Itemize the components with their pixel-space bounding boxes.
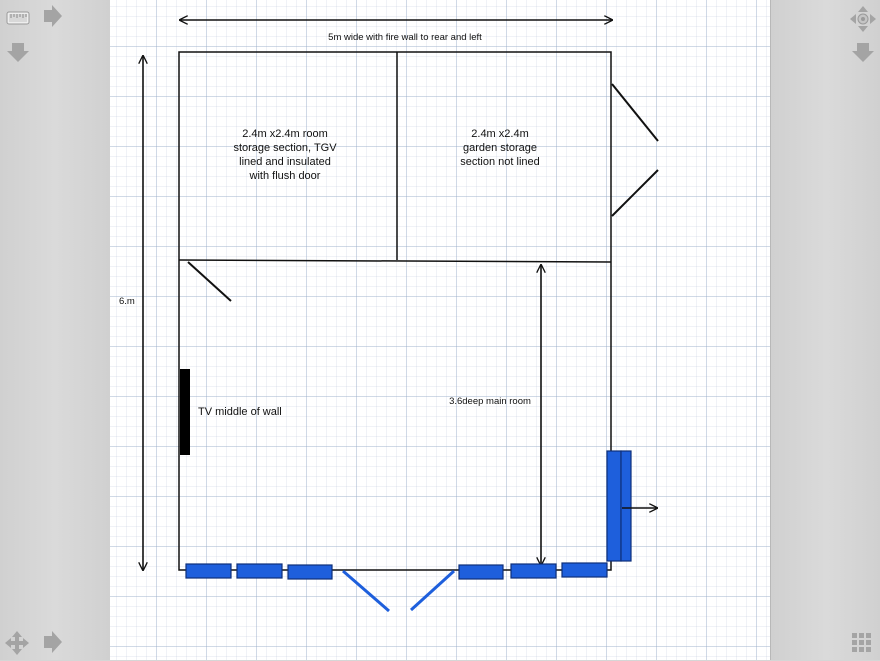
navigation-pad-icon[interactable] xyxy=(849,5,877,33)
main-door-right-leaf xyxy=(409,569,456,612)
window xyxy=(510,563,557,579)
tv-label: TV middle of wall xyxy=(198,406,282,418)
arrow-down-icon[interactable] xyxy=(6,40,30,64)
garden-storage-door-upper xyxy=(611,83,659,142)
storage-room-label-line-3: lined and insulated xyxy=(239,156,331,168)
window xyxy=(561,562,608,578)
main-room-partition-wall xyxy=(178,259,612,263)
main-door-left-leaf xyxy=(342,569,390,613)
building-outline xyxy=(178,51,612,571)
height-label: 6.m xyxy=(119,296,135,307)
drawing-canvas[interactable] xyxy=(110,0,770,660)
window xyxy=(236,563,283,579)
arrow-right-icon[interactable] xyxy=(40,630,64,654)
left-sidebar xyxy=(0,0,111,660)
main-room-depth-label: 3.6deep main room xyxy=(449,396,531,407)
arrow-down-icon[interactable] xyxy=(851,40,875,64)
garden-storage-label-line-1: 2.4m x2.4m xyxy=(471,128,528,140)
width-label: 5m wide with fire wall to rear and left xyxy=(328,32,482,43)
ruler-icon[interactable] xyxy=(6,6,30,30)
tv xyxy=(180,369,190,455)
storage-room-label-line-1: 2.4m x2.4m room xyxy=(242,128,328,140)
arrow-right-icon[interactable] xyxy=(40,4,64,28)
side-glazed-door xyxy=(606,450,622,562)
window xyxy=(458,564,504,580)
grid-icon[interactable] xyxy=(851,632,875,656)
garden-storage-label-line-2: garden storage xyxy=(463,142,537,154)
storage-room-door xyxy=(187,261,232,302)
storage-room-label-line-4: with flush door xyxy=(249,170,321,182)
storage-room-label-line-2: storage section, TGV xyxy=(233,142,337,154)
window xyxy=(287,564,333,580)
side-glazed-door-panel xyxy=(620,450,632,562)
window xyxy=(185,563,232,579)
garden-storage-label-line-3: section not lined xyxy=(460,156,540,168)
move-icon[interactable] xyxy=(4,630,29,655)
garden-storage-door-lower xyxy=(611,169,659,217)
right-sidebar xyxy=(770,0,880,660)
